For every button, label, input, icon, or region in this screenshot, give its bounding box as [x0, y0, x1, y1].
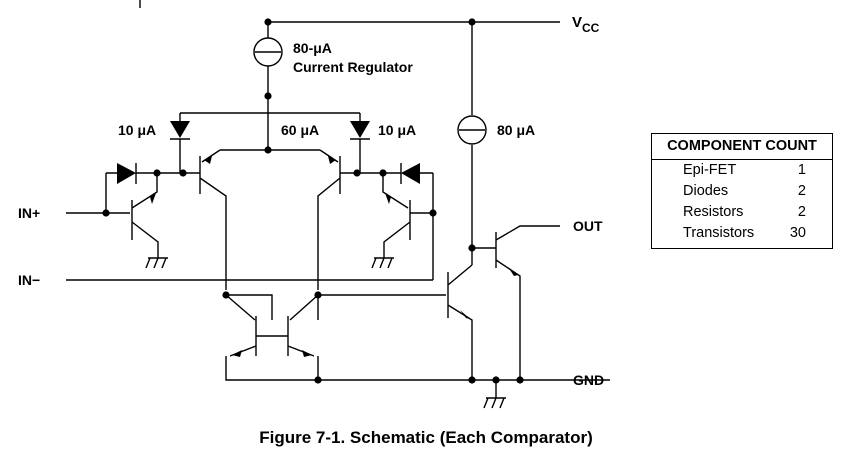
row-name: Resistors [683, 204, 744, 220]
component-count-title: COMPONENT COUNT [652, 134, 832, 160]
comparator-schematic: VCC 80-μA Current Regulator 10 μA 60 μA … [18, 0, 610, 409]
in-plus-label: IN+ [18, 205, 40, 221]
junction-dots [102, 18, 524, 384]
input-transistor-right [317, 156, 357, 290]
row-name: Transistors [683, 225, 755, 241]
vcc-label: VCC [572, 14, 600, 35]
row-count: 30 [789, 225, 806, 241]
row-count: 1 [797, 162, 806, 178]
output-transistor [495, 225, 560, 380]
diode-10ua-left [170, 121, 190, 138]
regulator-value-label: 80-μA [293, 40, 332, 56]
table-row: Transistors 30 [652, 223, 832, 244]
vcc-rail [139, 0, 560, 23]
figure-caption: Figure 7-1. Schematic (Each Comparator) [259, 428, 593, 447]
table-row: Resistors 2 [652, 202, 832, 223]
src-right-label: 10 μA [378, 122, 416, 138]
row-name: Epi-FET [683, 162, 737, 178]
table-row: Diodes 2 [652, 181, 832, 202]
transistor-q-inminus [383, 200, 433, 258]
current-source-80ua [457, 115, 487, 145]
diode-d1 [117, 163, 136, 184]
src-left-label: 10 μA [118, 122, 156, 138]
component-count-table: COMPONENT COUNT Epi-FET 1 Diodes 2 Resis… [651, 133, 833, 249]
current-mirror [225, 294, 319, 321]
row-count: 2 [797, 204, 806, 220]
row-count: 2 [797, 183, 806, 199]
src-output-label: 80 μA [497, 122, 535, 138]
src-mid-label: 60 μA [281, 122, 319, 138]
diode-d2 [401, 163, 420, 184]
current-regulator-80ua [253, 37, 283, 67]
row-name: Diodes [683, 183, 729, 199]
table-row: Epi-FET 1 [652, 160, 832, 181]
transistor-q-inplus [131, 200, 159, 258]
out-label: OUT [573, 218, 603, 234]
output-driver-transistor [318, 264, 473, 380]
input-transistor-left [183, 156, 227, 290]
gnd-label: GND [573, 372, 604, 388]
diode-10ua-right [350, 121, 370, 138]
ground-symbol [483, 380, 506, 409]
in-minus-label: IN− [18, 272, 40, 288]
regulator-name-label: Current Regulator [293, 59, 413, 75]
